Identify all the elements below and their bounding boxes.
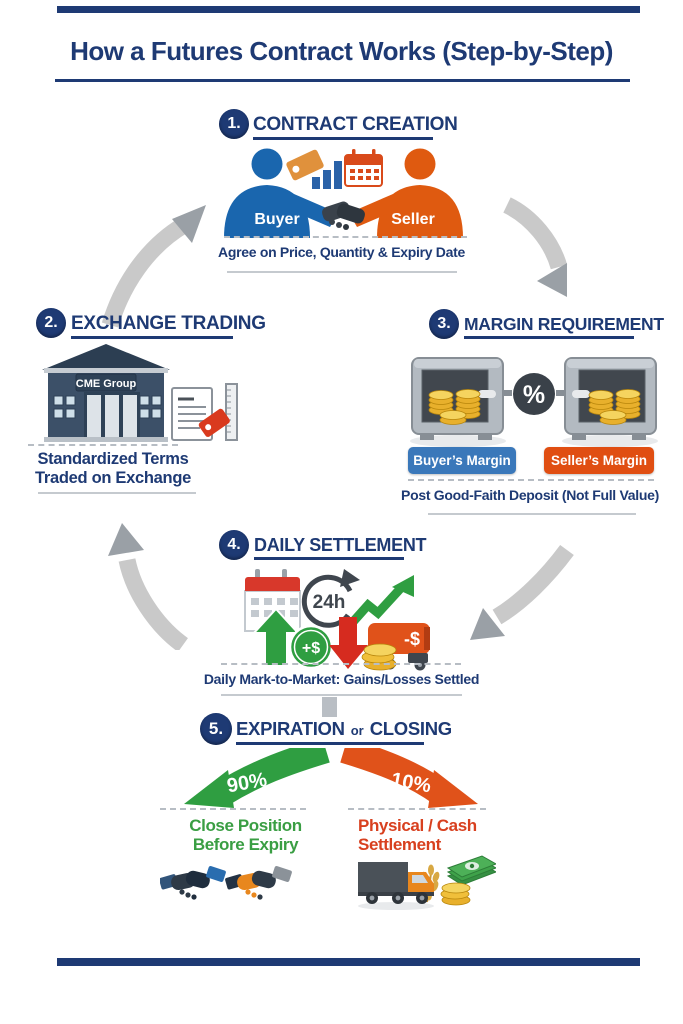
building-roof	[42, 344, 170, 370]
step1-badge: 1.	[219, 109, 249, 139]
exchange-building-icon: CME Group	[42, 344, 238, 442]
buyers-margin-badge: Buyer’s Margin	[408, 447, 516, 474]
24h-cycle-icon: 24h	[301, 569, 360, 628]
daily-settlement-icons: 24h +$ -$	[244, 569, 430, 671]
cycle-arrow-bottom-left-icon	[108, 523, 189, 650]
handshake-hands-icon	[322, 201, 365, 230]
price-tag-icon	[286, 149, 324, 181]
margin-safes-icon: %	[410, 357, 658, 447]
step4-badge: 4.	[219, 530, 249, 560]
step4-title: DAILY SETTLEMENT	[254, 535, 427, 555]
cycle-arrow-top-left-icon	[101, 205, 206, 328]
close-position-caption: Close Position Before Expiry	[158, 816, 333, 854]
step1-title-underline	[253, 137, 433, 140]
step4-title-underline	[254, 557, 404, 560]
step2-dashed-divider	[28, 444, 178, 446]
top-rule	[57, 6, 640, 13]
step2-caption-line1: Standardized Terms	[37, 450, 189, 468]
step2-caption: Standardized Terms Traded on Exchange	[15, 450, 211, 488]
step3-caption: Post Good-Faith Deposit (Not Full Value)	[401, 487, 659, 503]
split-ribbon-arrows: 90% 10%	[184, 748, 478, 808]
step5-badge: 5.	[200, 713, 232, 745]
uptrend-arrow-icon	[348, 575, 414, 626]
step5-title-main: EXPIRATION	[236, 718, 345, 739]
seller-figure	[349, 148, 463, 238]
bar-chart-icon	[312, 161, 342, 189]
step2-badge: 2.	[36, 308, 66, 338]
ruler-icon	[225, 383, 238, 441]
step1-title: CONTRACT CREATION	[253, 114, 458, 135]
left-percent-label: 90%	[225, 769, 268, 798]
buyer-seller-handshake-icon: Buyer Seller	[224, 148, 463, 238]
loss-down-arrow-icon	[329, 617, 368, 669]
seller-safe-icon	[564, 357, 657, 440]
step4-caption: Daily Mark-to-Market: Gains/Losses Settl…	[203, 671, 480, 687]
24h-label: 24h	[313, 592, 346, 613]
step4-caption-rule	[221, 694, 462, 696]
seller-label: Seller	[391, 211, 435, 228]
settlement-line2: Settlement	[358, 835, 441, 855]
step3-badge: 3.	[429, 309, 459, 339]
cycle-arrow-top-right-icon	[503, 197, 568, 297]
gain-label: +$	[302, 640, 320, 657]
handshake-blue	[160, 866, 226, 900]
step5-title-underline	[236, 742, 424, 745]
settlement-line1: Physical / Cash	[358, 816, 477, 835]
percent-circle-icon: %	[513, 373, 565, 415]
step3-dashed-divider	[408, 479, 654, 481]
step5-right-dashed	[348, 808, 486, 810]
title-underline	[55, 79, 630, 82]
step5-left-dashed	[160, 808, 306, 810]
close-position-arrow-icon: 90%	[184, 748, 330, 808]
coin-stack-icon	[440, 882, 471, 906]
step5-title-or: or	[350, 723, 364, 738]
physical-cash-icons	[358, 855, 496, 910]
settlement-arrow-icon: 10%	[340, 748, 478, 808]
building-windows	[53, 395, 162, 419]
gain-coin-icon: +$	[288, 624, 334, 670]
coin-stack	[588, 389, 641, 425]
buyer-label: Buyer	[254, 211, 299, 228]
coin-stack	[428, 389, 481, 425]
step5-title-end: CLOSING	[369, 718, 452, 739]
step4-dashed-divider	[221, 663, 461, 665]
step2-title: EXCHANGE TRADING	[71, 313, 266, 334]
handshake-orange	[225, 866, 292, 900]
step1-caption: Agree on Price, Quantity & Expiry Date	[218, 244, 465, 260]
step1-caption-rule	[227, 271, 457, 273]
double-handshake-icon	[160, 866, 292, 900]
cycle-arrow-bottom-right-icon	[470, 544, 574, 640]
step3-caption-rule	[428, 513, 636, 515]
percent-symbol: %	[523, 381, 545, 409]
building-sign-label: CME Group	[76, 378, 137, 390]
step2-title-underline	[71, 336, 233, 339]
buyer-safe-icon	[411, 357, 512, 440]
coin-stack-icon	[361, 643, 397, 671]
settlement-truck-icon: -$	[368, 623, 430, 671]
bottom-rule	[57, 958, 640, 966]
sellers-margin-badge: Seller’s Margin	[544, 447, 654, 474]
page-title: How a Futures Contract Works (Step-by-St…	[70, 36, 613, 66]
step2-caption-line2: Traded on Exchange	[35, 468, 191, 487]
delivery-truck-icon	[358, 862, 434, 904]
step3-title: MARGIN REQUIREMENT	[464, 314, 664, 334]
step3-title-underline	[464, 336, 634, 339]
step4-step5-connector	[322, 697, 337, 717]
step2-caption-rule	[38, 492, 196, 494]
step5-title: EXPIRATION or CLOSING	[236, 718, 452, 740]
red-price-tag-icon	[198, 408, 230, 437]
close-position-line2: Before Expiry	[192, 835, 299, 855]
calendar-icon	[344, 149, 383, 187]
settlement-caption: Physical / Cash Settlement	[358, 816, 528, 854]
loss-label: -$	[404, 629, 420, 649]
close-position-line1: Close Position	[189, 816, 302, 835]
step1-dashed-divider	[224, 236, 467, 238]
cash-bills-icon	[446, 855, 496, 886]
